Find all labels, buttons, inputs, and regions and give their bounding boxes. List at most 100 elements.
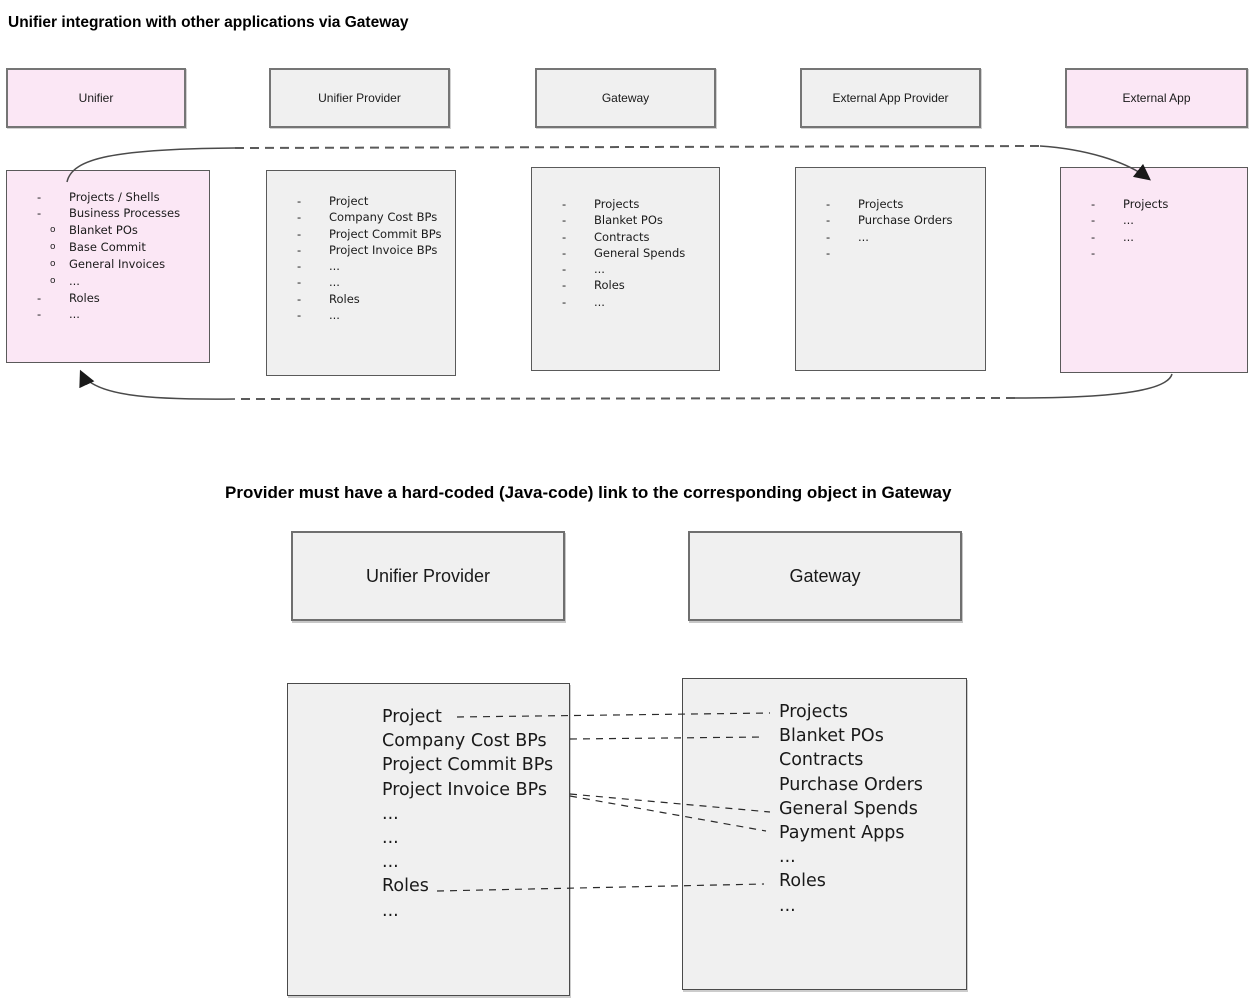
content-box-gateway: - Projects - Blanket POs - Contracts - General … xyxy=(531,167,720,371)
list-item: -Roles xyxy=(562,277,713,293)
dash-bullet: - xyxy=(297,242,302,257)
header-box-external-app: External App xyxy=(1065,68,1248,128)
list-item: -... xyxy=(297,258,449,274)
list-item-text: ... xyxy=(858,229,869,244)
list-item: - General Spends xyxy=(562,245,713,261)
header-box-gateway-2: Gateway xyxy=(688,531,962,621)
list-item-text: Business Processes xyxy=(69,206,181,221)
list-item: - Purchase Orders xyxy=(826,212,979,228)
header-box-unifier-provider-2: Unifier Provider xyxy=(291,531,565,621)
list-item: Project Commit BPs xyxy=(382,755,554,776)
dash-bullet: - xyxy=(37,206,42,221)
list-item-text: Roles xyxy=(594,278,625,293)
list-item: Roles xyxy=(779,871,826,892)
dash-bullet: - xyxy=(1091,197,1096,211)
list-item: - Projects xyxy=(1091,196,1241,212)
dash-bullet: - xyxy=(562,262,567,277)
list-item: Company Cost BPs xyxy=(382,731,547,752)
header-label: Gateway xyxy=(601,91,650,105)
dash-bullet: - xyxy=(826,213,831,228)
list-item-text: Project Commit BPs xyxy=(329,226,442,241)
list-item: ... xyxy=(382,852,399,873)
dash-bullet: - xyxy=(297,259,302,274)
list-item-text: Projects xyxy=(858,197,904,211)
list-item-text: Projects xyxy=(1123,197,1169,211)
list-item-text: Project Invoice BPs xyxy=(329,242,438,257)
list-item-text: ... xyxy=(594,294,605,309)
list-item: -... xyxy=(562,294,713,310)
dash-bullet: - xyxy=(562,245,567,260)
list-item: Roles xyxy=(382,876,429,897)
list-item: Purchase Orders xyxy=(779,774,923,795)
list-item-text: Base Commit xyxy=(69,239,146,254)
header-box-unifier: Unifier xyxy=(6,68,186,128)
list-item-text: ... xyxy=(329,308,340,323)
list-item: -Projects / Shells xyxy=(37,189,203,205)
list-item: - Roles xyxy=(37,290,203,306)
content-box-external-app: -Projects-...-...- xyxy=(1060,167,1248,373)
list-item: Projects xyxy=(779,702,848,722)
dash-bullet: - xyxy=(1091,229,1096,244)
list-item-text: Blanket POs xyxy=(594,213,663,228)
list-item: ... xyxy=(382,803,399,824)
list-item-text: Projects xyxy=(594,197,640,211)
list-item: -... xyxy=(1091,212,1241,228)
header-label: External App Provider xyxy=(832,91,949,105)
list-item-text: ... xyxy=(329,275,340,290)
list-item: Project xyxy=(382,707,442,727)
dash-bullet: - xyxy=(826,229,831,244)
content-box-external-app-provider: -Projects-Purchase Orders-...- xyxy=(795,167,986,371)
dash-bullet: - xyxy=(297,210,302,225)
dash-bullet: - xyxy=(297,308,302,323)
list-item: -Project xyxy=(297,193,449,209)
list-item: -... xyxy=(826,229,979,245)
header-label: Unifier Provider xyxy=(318,91,401,105)
dash-bullet: - xyxy=(562,229,567,244)
list-item: -... xyxy=(1091,229,1241,245)
list-item: o... xyxy=(50,273,203,290)
list-item: -... xyxy=(297,307,449,323)
list-item-text: ... xyxy=(329,259,340,274)
header-box-unifier-provider: Unifier Provider xyxy=(269,68,450,128)
list-item-text: Blanket POs xyxy=(69,222,138,237)
flow-arrow-return xyxy=(79,369,1173,400)
dash-bullet: - xyxy=(297,291,302,306)
list-item-text: Purchase Orders xyxy=(858,213,953,228)
dash-bullet: - xyxy=(297,194,302,208)
header-label: External App xyxy=(1122,91,1191,105)
list-item-text: ... xyxy=(69,273,80,288)
list-item-text: Roles xyxy=(329,291,360,306)
list-item-text: Contracts xyxy=(594,229,650,244)
list-item: General Spends xyxy=(779,798,918,819)
list-item: ... xyxy=(382,828,399,849)
list-item-text: Roles xyxy=(69,290,100,305)
circle-bullet: o xyxy=(50,275,56,286)
dash-bullet: - xyxy=(826,245,831,260)
dash-bullet: - xyxy=(1091,245,1096,260)
section2-title: Provider must have a hard-coded (Java-co… xyxy=(225,483,952,502)
list-item: - Business Processes xyxy=(37,205,203,221)
dash-bullet: - xyxy=(562,197,567,211)
dash-bullet: - xyxy=(37,290,42,305)
dash-bullet: - xyxy=(37,306,42,321)
dash-bullet: - xyxy=(1091,213,1096,228)
list-item: Blanket POs xyxy=(779,726,884,747)
list-item: - Projects xyxy=(562,196,713,212)
section1-title: Unifier integration with other applicati… xyxy=(8,14,409,31)
list-item: -... xyxy=(37,306,203,322)
list-item: -... xyxy=(297,274,449,290)
list-item-text: ... xyxy=(1123,229,1134,244)
list-item: -Projects xyxy=(826,196,979,212)
list-item-text: General Spends xyxy=(594,245,686,260)
list-item-text: ... xyxy=(69,306,80,321)
list-item-text: Company Cost BPs xyxy=(329,210,438,225)
list-item: - xyxy=(826,245,979,261)
list-item: - Project Invoice BPs xyxy=(297,242,449,258)
